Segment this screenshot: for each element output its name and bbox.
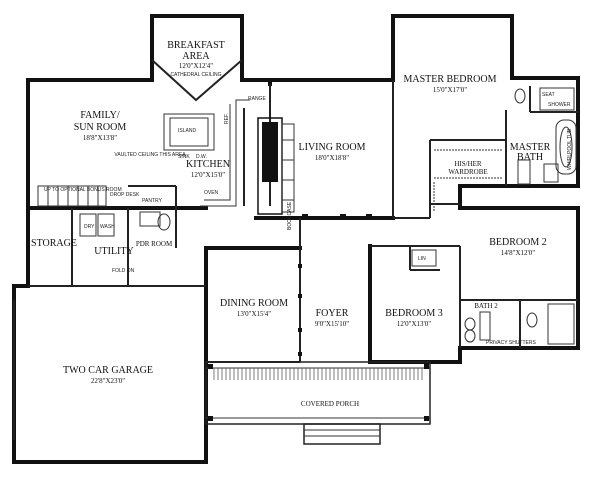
range-label: RANGE bbox=[248, 96, 266, 102]
stairs-label: UP TO OPTIONAL BONUS ROOM bbox=[44, 187, 122, 193]
wash-label: WASH bbox=[100, 224, 115, 230]
bath2-name: BATH 2 bbox=[474, 302, 498, 310]
kitchen-name: KITCHEN bbox=[186, 159, 230, 170]
utility-fixtures: DRY WASH FOLD ON DROP DESK bbox=[79, 192, 140, 274]
covered-porch bbox=[205, 361, 431, 445]
family-name1: FAMILY/ bbox=[80, 110, 120, 121]
kitchen-dim: 12'0"X15'0" bbox=[191, 171, 225, 179]
fireplace: BOOKCASE bbox=[257, 117, 295, 230]
kitchen-island: ISLAND SINK D.W. REF. OVEN RANGE bbox=[163, 96, 266, 196]
kitchen-counters bbox=[200, 99, 250, 207]
room-labels: BREAKFAST AREA 12'0"X12'4" CATHEDRAL CEI… bbox=[31, 40, 551, 408]
breakfast-dim: 12'0"X12'4" bbox=[179, 62, 213, 70]
pdr-name: PDR ROOM bbox=[136, 240, 173, 248]
bedroom2-name: BEDROOM 2 bbox=[489, 237, 547, 248]
bookcase-label: BOOKCASE bbox=[287, 201, 293, 230]
dining-name: DINING ROOM bbox=[220, 298, 288, 309]
porch-balusters bbox=[213, 368, 423, 380]
porch-name: COVERED PORCH bbox=[301, 400, 359, 408]
bath2-fixtures: PRIVACY SHUTTERS bbox=[464, 303, 575, 346]
pantry-name: PANTRY bbox=[142, 198, 162, 204]
breakfast-name2: AREA bbox=[182, 51, 210, 62]
privacy-label: PRIVACY SHUTTERS bbox=[486, 340, 536, 346]
shower-label: SHOWER bbox=[548, 102, 571, 108]
bedroom3-dim: 12'0"X13'0" bbox=[397, 320, 431, 328]
family-dim: 18'8"X13'8" bbox=[83, 134, 117, 142]
drop-desk-label: DROP DESK bbox=[110, 192, 140, 198]
dw-label: D.W. bbox=[196, 154, 207, 160]
living-dim: 18'0"X18'8" bbox=[315, 154, 349, 162]
garage-name: TWO CAR GARAGE bbox=[63, 365, 153, 376]
master-bath-name2: BATH bbox=[517, 152, 543, 163]
bedroom3-name: BEDROOM 3 bbox=[385, 308, 443, 319]
dry-label: DRY bbox=[84, 224, 95, 230]
stairs: UP TO OPTIONAL BONUS ROOM bbox=[37, 185, 122, 207]
bedroom2-dim: 14'8"X12'0" bbox=[501, 249, 535, 257]
island-label: ISLAND bbox=[178, 128, 196, 134]
master-bedroom-dim: 15'0"X17'0" bbox=[433, 86, 467, 94]
oven-label: OVEN bbox=[204, 190, 219, 196]
utility-name: UTILITY bbox=[94, 246, 133, 257]
fold-label: FOLD ON bbox=[112, 268, 135, 274]
storage-name: STORAGE bbox=[31, 238, 77, 249]
pdr-fixtures bbox=[139, 211, 171, 231]
master-bath-name1: MASTER bbox=[510, 142, 551, 153]
sink-label: SINK bbox=[178, 154, 190, 160]
master-bath-fixtures: WHIRLPOOL TUB SEAT SHOWER bbox=[514, 87, 577, 185]
family-name2: SUN ROOM bbox=[74, 122, 127, 133]
whirlpool-label: WHIRLPOOL TUB bbox=[567, 128, 573, 170]
linen-closets: LIN bbox=[411, 249, 437, 267]
wardrobe-name1: HIS/HER bbox=[454, 160, 482, 168]
columns bbox=[298, 214, 372, 356]
seat-label: SEAT bbox=[542, 92, 555, 98]
breakfast-name1: BREAKFAST bbox=[167, 40, 225, 51]
lin-label: LIN bbox=[418, 256, 426, 262]
wardrobe-rods bbox=[433, 149, 502, 212]
ref-label: REF. bbox=[224, 113, 230, 124]
wardrobe-name2: WARDROBE bbox=[448, 168, 487, 176]
kitchen-note: VAULTED CEILING THIS AREA bbox=[114, 152, 186, 158]
breakfast-note: CATHEDRAL CEILING bbox=[170, 72, 221, 78]
master-bedroom-name: MASTER BEDROOM bbox=[403, 74, 496, 85]
foyer-dim: 9'0"X15'10" bbox=[315, 320, 349, 328]
foyer-name: FOYER bbox=[316, 308, 349, 319]
living-name: LIVING ROOM bbox=[299, 142, 366, 153]
garage-dim: 22'8"X23'0" bbox=[91, 377, 125, 385]
dining-dim: 13'0"X15'4" bbox=[237, 310, 271, 318]
